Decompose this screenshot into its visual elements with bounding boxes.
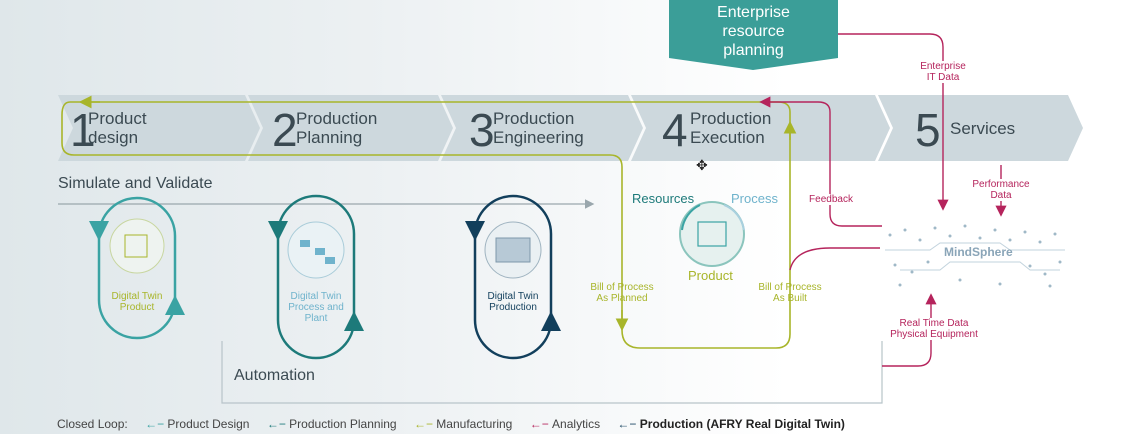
- simulate-label: Simulate and Validate: [58, 175, 213, 192]
- bop-built-line2: As Built: [773, 293, 807, 304]
- bop-planned-line2: As Planned: [596, 293, 648, 304]
- process-chevrons: [58, 95, 1083, 161]
- chevron-2: [248, 95, 453, 161]
- twin-product-line1: Digital Twin: [111, 291, 163, 302]
- legend-item-analytics: Analytics: [552, 416, 601, 431]
- stage-3-line2: Engineering: [493, 128, 584, 147]
- as-built-line: [789, 247, 880, 271]
- chevron-3: [441, 95, 643, 161]
- erp-line3: planning: [723, 42, 784, 59]
- realtime-line1: Real Time Data: [899, 318, 969, 329]
- move-cursor-icon: ✥: [696, 157, 708, 173]
- feedback-line: [759, 96, 882, 227]
- erp-line2: resource: [722, 23, 785, 40]
- twin-product-line2: Product: [119, 302, 155, 313]
- automation-label: Automation: [234, 367, 315, 384]
- twin-process-line3: Plant: [304, 313, 328, 324]
- stage-2-line2: Planning: [296, 128, 363, 147]
- legend-arrow-icon-manufacturing: ←−: [413, 416, 433, 431]
- legend-item-production-planning: Production Planning: [289, 416, 397, 431]
- mindsphere-label: MindSphere: [944, 245, 1013, 259]
- stage-3-number: 3: [469, 104, 495, 156]
- realtime-line: [882, 293, 937, 367]
- stage-3-line1: Production: [493, 109, 575, 128]
- automation-box: [221, 341, 883, 404]
- mindsphere-cloud: [888, 224, 1062, 288]
- erp-line1: Enterprise: [717, 4, 790, 21]
- legend-item-product-design: Product Design: [167, 416, 250, 431]
- twin-production-line1: Digital Twin: [487, 291, 539, 302]
- bop-planned-line1: Bill of Process: [590, 282, 654, 293]
- feedback-label: Feedback: [806, 194, 856, 205]
- legend-item-production: Production (AFRY Real Digital Twin): [639, 416, 845, 431]
- stage-1-line1: Product: [88, 109, 147, 128]
- stage-1-number: 1: [70, 104, 96, 156]
- twin-loop-process: [276, 194, 356, 360]
- stage-5-number: 5: [915, 104, 941, 156]
- stage-4-line1: Production: [690, 109, 772, 128]
- stage-2-line1: Production: [296, 109, 378, 128]
- twin-process-line1: Digital Twin: [290, 291, 342, 302]
- chevron-5: [878, 95, 1083, 161]
- twin-process-line2: Process and: [288, 302, 344, 313]
- enterprise-it-line: [838, 33, 949, 211]
- legend-arrow-icon-production: ←−: [617, 416, 637, 431]
- legend-arrow-icon-production-planning: ←−: [266, 416, 286, 431]
- chevron-1: [58, 95, 260, 161]
- stage-1-line2: design: [88, 128, 139, 147]
- legend: Closed Loop: ←− Product Design ←− Produc…: [57, 416, 845, 431]
- process-label: Process: [731, 191, 778, 206]
- stage-4-line2: Execution: [690, 128, 765, 147]
- realtime-line2: Physical Equipment: [890, 329, 978, 340]
- twin-loop-product: [97, 196, 177, 340]
- enterprise-it-line2: IT Data: [926, 72, 960, 83]
- twin-product-image: [109, 218, 165, 274]
- bop-built-line1: Bill of Process: [758, 282, 822, 293]
- twin-production-line2: Production: [489, 302, 537, 313]
- legend-arrow-icon-analytics: ←−: [529, 416, 549, 431]
- chevron-4: [631, 95, 890, 161]
- execution-image: [679, 201, 745, 267]
- stage-5-label: Services: [950, 119, 1016, 138]
- erp-box: [669, 0, 838, 70]
- legend-title: Closed Loop:: [57, 416, 128, 431]
- resources-label: Resources: [632, 191, 695, 206]
- legend-arrow-icon-product-design: ←−: [145, 416, 165, 431]
- stage-2-number: 2: [272, 104, 298, 156]
- twin-loop-production: [473, 194, 553, 360]
- performance-line2: Data: [990, 190, 1012, 201]
- stage-4-number: 4: [662, 104, 688, 156]
- performance-line1: Performance: [972, 179, 1030, 190]
- erp-label: Enterprise resource planning: [669, 3, 838, 60]
- legend-item-manufacturing: Manufacturing: [436, 416, 513, 431]
- product-label: Product: [688, 268, 733, 283]
- enterprise-it-line1: Enterprise: [920, 61, 966, 72]
